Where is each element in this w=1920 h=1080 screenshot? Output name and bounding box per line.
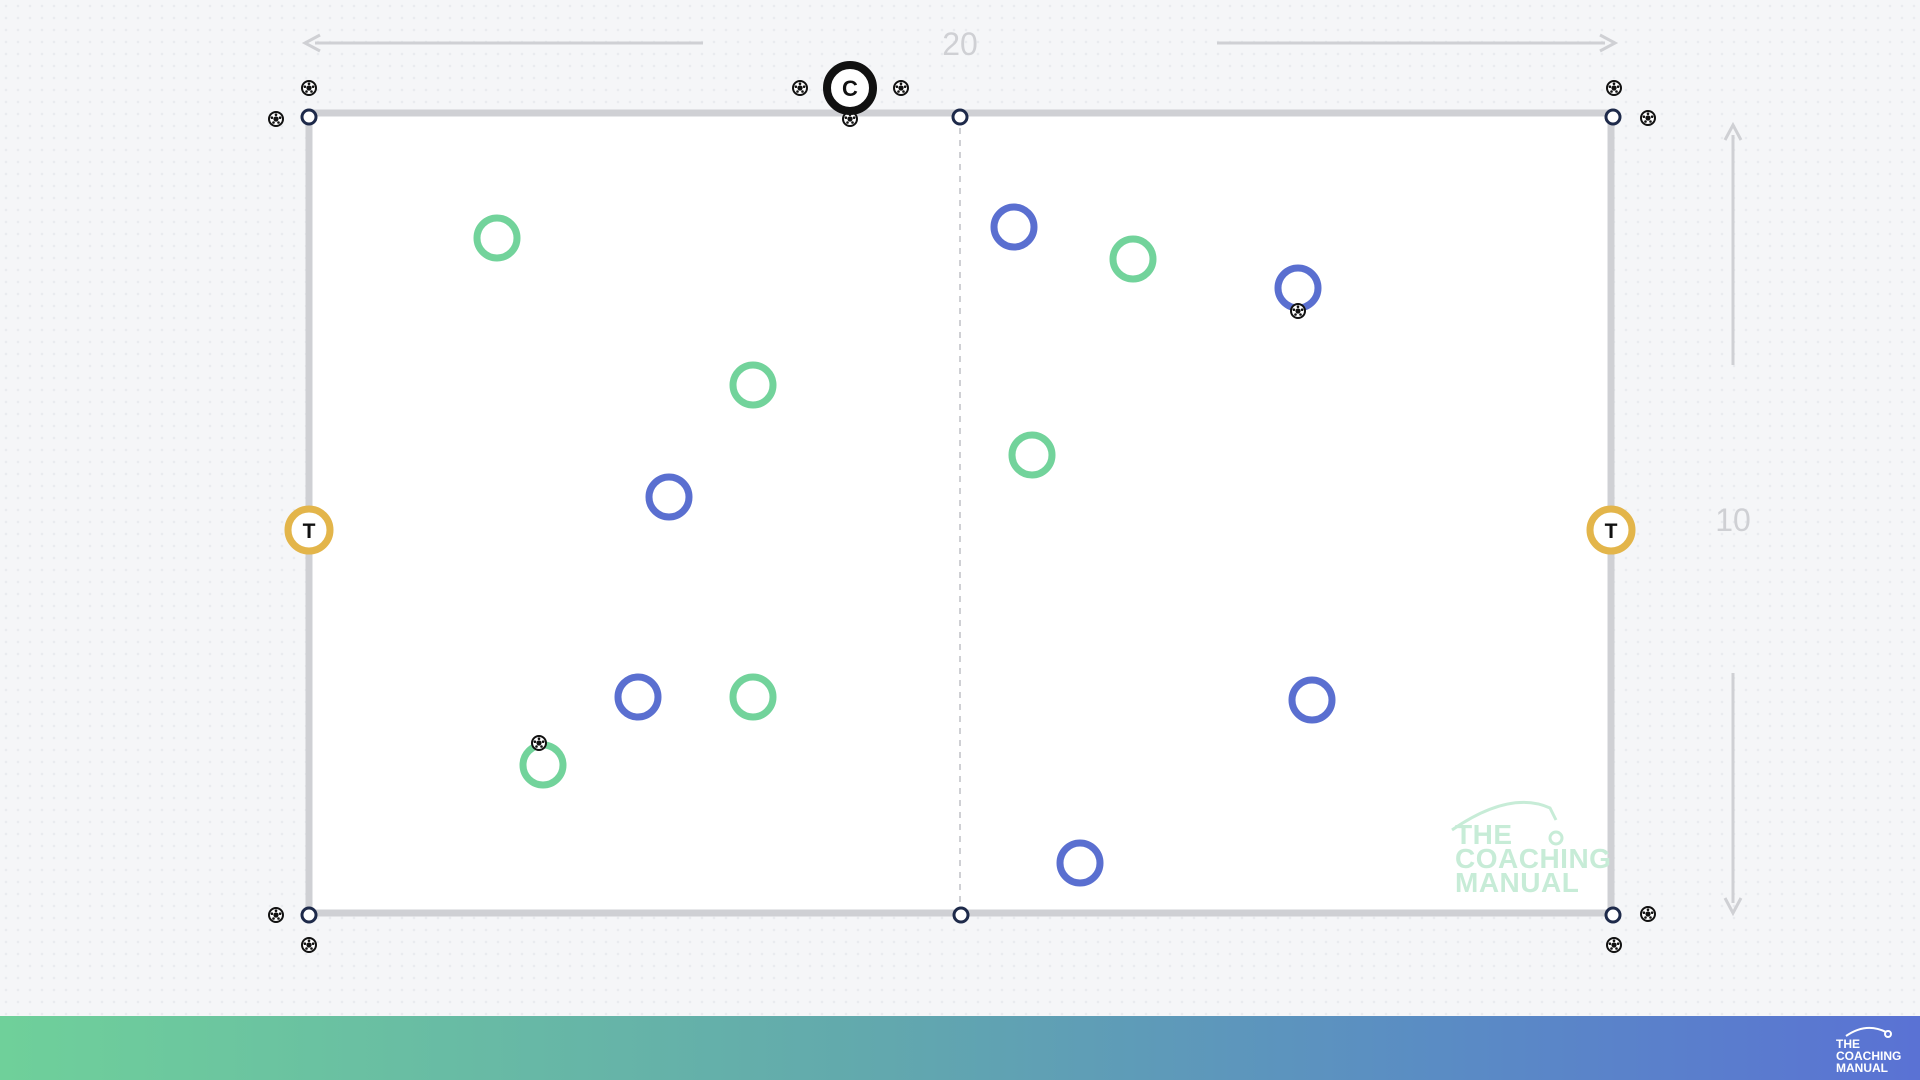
footer-logo-arc-icon: [1845, 1026, 1892, 1038]
footer-logo-line3: MANUAL: [1836, 1061, 1888, 1075]
watermark-ball-icon: [1548, 830, 1564, 846]
coach-marker: C: [823, 61, 877, 115]
soccer-ball-icon: [1606, 80, 1622, 96]
footer-logo: THE COACHING MANUAL: [1836, 1026, 1908, 1075]
player-ring-icon: [990, 203, 1038, 251]
player-ring-icon: [729, 361, 777, 409]
cone-marker-icon: [1604, 906, 1622, 924]
height-arrowhead-bottom: [1723, 897, 1743, 917]
height-label: 10: [1715, 502, 1751, 538]
cone-marker-icon: [951, 108, 969, 126]
footer-logo-line1: THE: [1836, 1037, 1860, 1051]
soccer-ball-icon: [1640, 110, 1656, 126]
width-arrowhead-left: [301, 33, 321, 53]
cone-marker-icon: [1604, 108, 1622, 126]
player-ring-icon: [729, 673, 777, 721]
soccer-ball-icon: [893, 80, 909, 96]
player-ring-icon: [1056, 839, 1104, 887]
player-ring-icon: [1008, 431, 1056, 479]
target-player-left: T: [284, 505, 334, 555]
cone-marker-icon: [300, 906, 318, 924]
target-player-right: T: [1586, 505, 1636, 555]
watermark-arc: [1451, 800, 1558, 832]
width-label: 20: [942, 26, 978, 62]
soccer-ball-icon: [1606, 937, 1622, 953]
width-arrowhead-right: [1599, 33, 1619, 53]
width-dimension: 20: [301, 26, 1619, 62]
drill-diagram: 20 10: [268, 26, 1751, 953]
soccer-ball-icon: [268, 907, 284, 923]
soccer-ball-icon: [1290, 303, 1306, 319]
watermark-line3: MANUAL: [1455, 867, 1579, 898]
player-ring-icon: [1288, 676, 1336, 724]
soccer-ball-icon: [792, 80, 808, 96]
soccer-ball-icon: [301, 80, 317, 96]
soccer-ball-icon: [268, 111, 284, 127]
height-arrowhead-top: [1723, 121, 1743, 141]
coach-letter: C: [842, 76, 858, 101]
height-dimension: 10: [1715, 121, 1751, 917]
player-ring-icon: [645, 473, 693, 521]
target-right-letter: T: [1605, 520, 1618, 543]
soccer-ball-icon: [531, 735, 547, 751]
watermark-line1: THE: [1455, 819, 1513, 850]
cone-marker-icon: [300, 108, 318, 126]
soccer-ball-icon: [1640, 906, 1656, 922]
player-ring-icon: [473, 214, 521, 262]
target-left-letter: T: [303, 520, 316, 543]
watermark-line2: COACHING: [1455, 843, 1611, 874]
watermark-logo: THE COACHING MANUAL: [1451, 800, 1611, 898]
footer-gradient-bar: THE COACHING MANUAL: [0, 1016, 1920, 1080]
cone-marker-icon: [952, 906, 970, 924]
soccer-ball-icon: [301, 937, 317, 953]
player-ring-icon: [1109, 235, 1157, 283]
footer-logo-line2: COACHING: [1836, 1049, 1902, 1063]
player-ring-icon: [614, 673, 662, 721]
